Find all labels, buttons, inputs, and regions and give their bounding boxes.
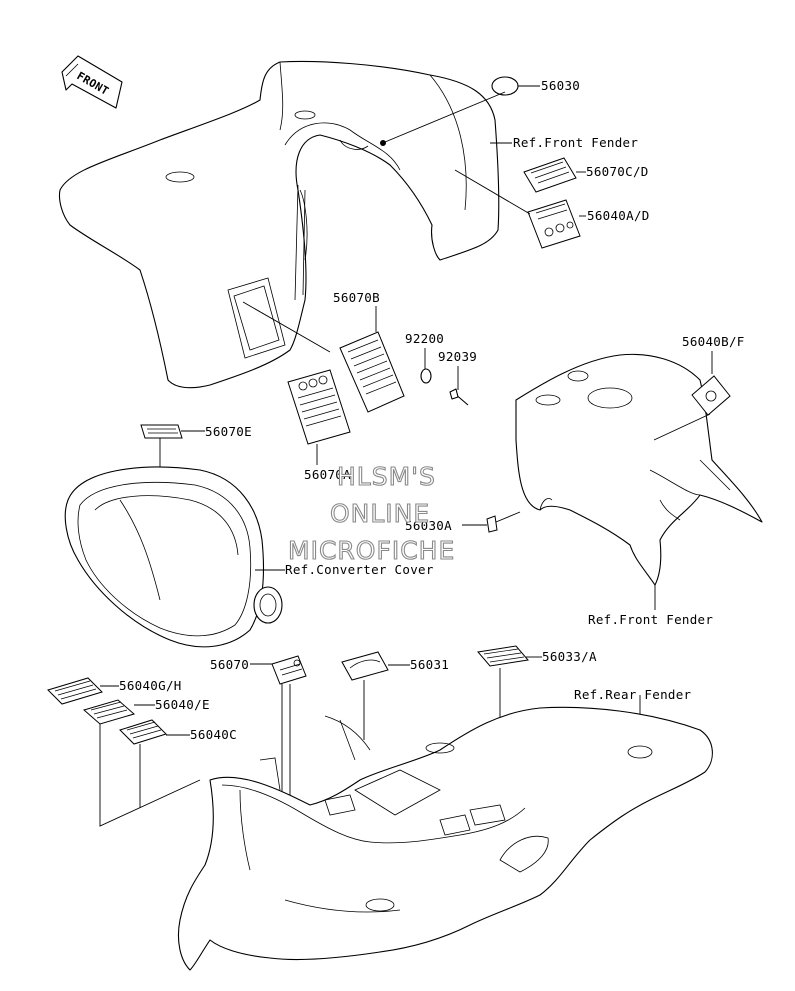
callout-ref-converter-cover: Ref.Converter Cover [285, 562, 434, 577]
callout-92039: 92039 [438, 349, 477, 364]
front-arrow-icon: FRONT [61, 55, 123, 109]
callout-ref-rear-fender: Ref.Rear Fender [574, 687, 692, 702]
callout-92200: 92200 [405, 331, 444, 346]
callout-56030: 56030 [541, 78, 580, 93]
rear-fender-drawing [177, 706, 713, 971]
watermark-line2: ONLINE [330, 499, 430, 528]
decal-56070b-icon [339, 331, 405, 413]
decal-56070-icon [271, 655, 307, 685]
decal-56070cd-icon [523, 157, 577, 193]
callout-56040e: 56040/E [155, 697, 210, 712]
callout-56040gh: 56040G/H [119, 678, 182, 693]
decal-56040c-icon [119, 719, 167, 745]
callout-56040c: 56040C [190, 727, 237, 742]
callout-56070a: 56070A [304, 467, 351, 482]
callout-ref-front-fender-mid: Ref.Front Fender [588, 612, 713, 627]
decal-56040bf-icon [691, 375, 731, 416]
watermark-line1: HLSM'S [337, 462, 436, 491]
callout-56070b: 56070B [333, 290, 380, 305]
callout-56070: 56070 [210, 657, 249, 672]
callout-56033a: 56033/A [542, 649, 597, 664]
tab-56030a-icon [486, 515, 498, 533]
decal-56070a-icon [287, 369, 351, 445]
washer-92200-icon [420, 368, 432, 384]
front-fender-mid-drawing [515, 353, 763, 586]
callout-56040bf: 56040B/F [682, 334, 745, 349]
callout-56070cd: 56070C/D [586, 164, 649, 179]
callout-56070e: 56070E [205, 424, 252, 439]
front-fender-top-drawing [58, 60, 500, 389]
decal-56033a-icon [477, 645, 529, 667]
watermark-line3: MICROFICHE [288, 536, 455, 565]
decal-56040ad-icon [527, 199, 581, 249]
decal-56031-icon [341, 651, 389, 681]
callout-56031: 56031 [410, 657, 449, 672]
rivet-92039-icon [449, 388, 469, 406]
decal-56040e-icon [82, 699, 136, 725]
callout-ref-front-fender-top: Ref.Front Fender [513, 135, 638, 150]
watermark: HLSM'S ONLINE MICROFICHE [287, 461, 455, 565]
callout-56030a: 56030A [405, 518, 452, 533]
decal-56040gh-icon [47, 677, 103, 705]
converter-cover-drawing [64, 466, 283, 648]
callout-56040ad: 56040A/D [587, 208, 650, 223]
decal-56070e-icon [140, 424, 183, 439]
